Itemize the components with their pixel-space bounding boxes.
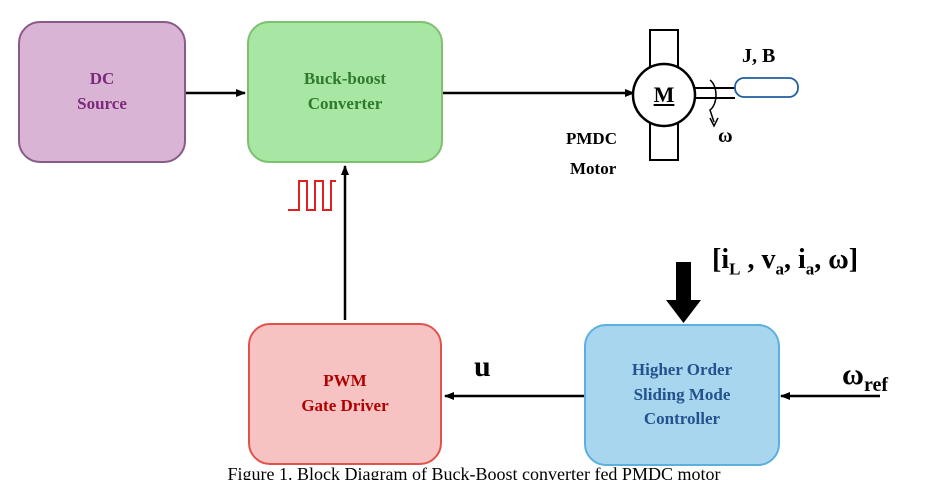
feedback-bracket-open: [ (712, 244, 722, 275)
feedback-ia: i (797, 244, 806, 275)
motor-symbol (631, 29, 799, 161)
converter-label-line1: Buck-boost (303, 69, 387, 89)
feedback-il-subscript: L (729, 259, 741, 279)
feedback-sep-3: , (814, 244, 829, 275)
motor-symbol-label: M (653, 82, 675, 107)
dc-source-label-line1: DC (89, 69, 115, 89)
feedback-arrow (666, 262, 701, 323)
feedback-sep-1: , (740, 244, 762, 275)
buck-boost-converter-block: Buck-boost Converter (247, 21, 443, 163)
feedback-il: i (721, 244, 730, 275)
feedback-omega: ω (828, 244, 849, 275)
motor-name-line2: Motor (570, 159, 617, 178)
controller-label-line3: Controller (643, 409, 721, 429)
pwm-pulse-icon (288, 180, 336, 211)
load-label: J, B (742, 45, 776, 67)
feedback-va-subscript: a (775, 259, 784, 279)
feedback-va: v (761, 244, 776, 275)
controller-label-line2: Sliding Mode (633, 384, 731, 404)
feedback-bracket-close: ] (848, 244, 859, 275)
dc-source-label-line2: Source (77, 94, 127, 113)
motor-name-line1: PMDC (566, 129, 617, 148)
controller-label-line1: Higher Order (631, 360, 733, 380)
dc-source-block: DC Source (18, 21, 186, 163)
pwm-label-line1: PWM (323, 371, 367, 391)
figure-caption: Figure 1. Block Diagram of Buck-Boost co… (227, 464, 721, 480)
converter-label-line2: Converter (307, 94, 383, 113)
control-signal-label: u (474, 350, 491, 383)
sliding-mode-controller-block: Higher Order Sliding Mode Controller (584, 324, 780, 466)
feedback-sep-2: , (783, 244, 798, 275)
feedback-ia-subscript: a (805, 259, 815, 279)
pwm-gate-driver-block: PWM Gate Driver (248, 323, 442, 465)
reference-omega: ω (842, 358, 864, 391)
motor-speed-label: ω (718, 125, 733, 147)
feedback-signals-label: [iL , va, ia, ω] (712, 243, 858, 287)
reference-subscript: ref (863, 374, 888, 396)
reference-speed-label: ωref (842, 358, 888, 402)
pwm-label-line2: Gate Driver (301, 396, 389, 415)
